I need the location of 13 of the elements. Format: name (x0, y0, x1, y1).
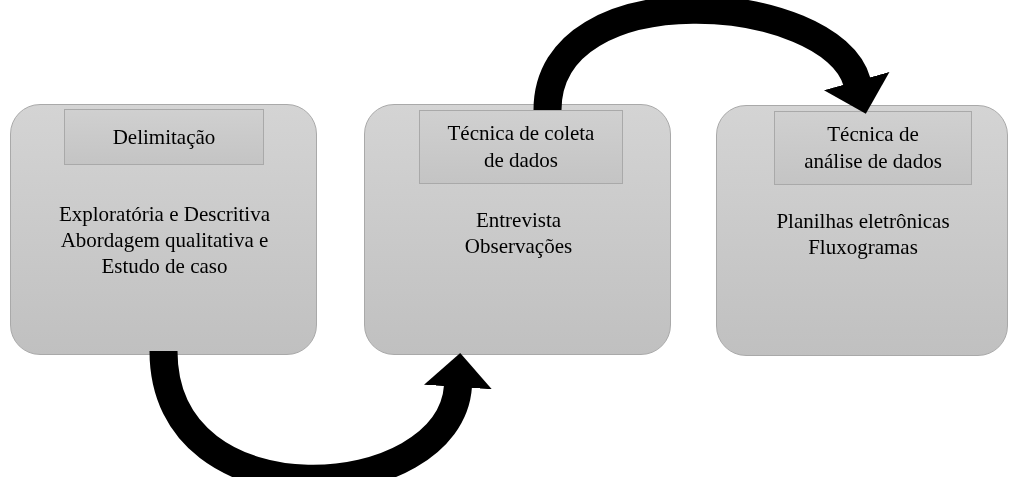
header-text: Técnica de análise de dados (803, 121, 943, 175)
curved-arrow (533, 0, 887, 113)
header-text: Delimitação (112, 123, 216, 151)
header-box (64, 109, 264, 165)
body-text: Exploratória e Descritiva Abordagem qualitativa e Estudo de caso (57, 201, 272, 279)
rounded-box (10, 104, 317, 355)
header-box (419, 110, 623, 184)
header-box (774, 111, 972, 185)
body-text: Planilhas eletrônicas Fluxogramas (775, 208, 951, 260)
rounded-box (364, 104, 671, 355)
header-text: Técnica de coleta de dados (446, 120, 596, 174)
rounded-box (716, 105, 1008, 356)
body-text: Entrevista Observações (463, 207, 574, 259)
